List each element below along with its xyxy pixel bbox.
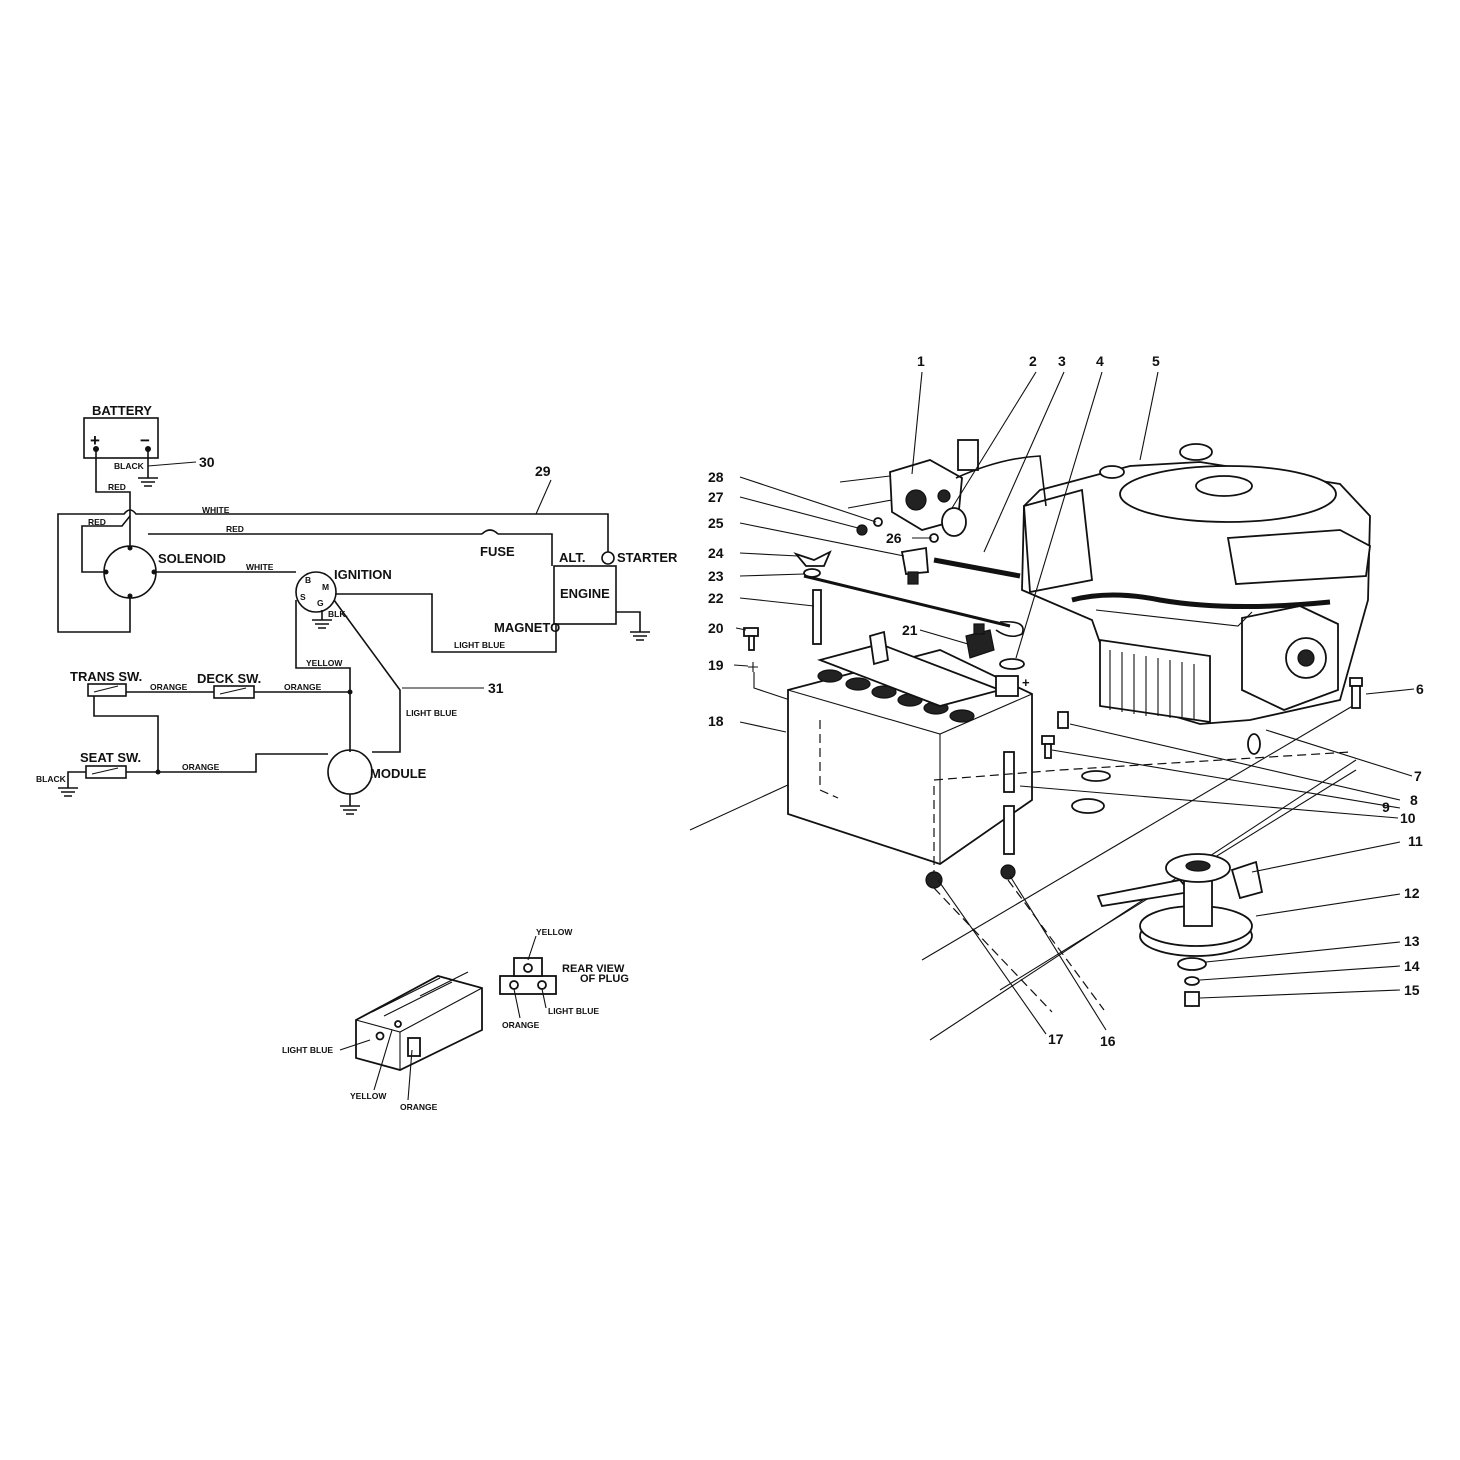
wire-white-ignition: WHITE — [246, 562, 274, 572]
callout-25: 25 — [708, 515, 724, 531]
callout-3: 3 — [1058, 353, 1066, 369]
callout-14: 14 — [1404, 958, 1420, 974]
callout-11: 11 — [1408, 833, 1423, 849]
plug-rear-yellow: YELLOW — [536, 927, 573, 937]
module-label: MODULE — [370, 766, 427, 781]
solenoid-part — [839, 439, 1047, 537]
callout-12: 12 — [1404, 885, 1420, 901]
module-symbol — [327, 749, 373, 795]
wire-red-3: RED — [226, 524, 244, 534]
trans-switch-symbol — [87, 683, 127, 697]
plug-rear-view-label-1: REAR VIEW — [562, 963, 625, 975]
plug-front-orange: ORANGE — [400, 1102, 438, 1112]
wire-red-1: RED — [108, 482, 126, 492]
callout-15: 15 — [1404, 982, 1420, 998]
seat-switch-symbol — [85, 765, 127, 779]
callout-10: 10 — [1400, 810, 1416, 826]
wire-orange-trans: ORANGE — [150, 682, 188, 692]
solenoid-symbol — [103, 545, 157, 599]
wire-red-2: RED — [88, 517, 106, 527]
callout-26: 26 — [886, 530, 902, 546]
callout-22: 22 — [708, 590, 724, 606]
solenoid-label: SOLENOID — [158, 551, 226, 566]
seat-switch-label: SEAT SW. — [80, 750, 141, 765]
callout-9: 9 — [1382, 799, 1390, 815]
callout-leaders — [733, 371, 1415, 1035]
ignition-terminal-s: S — [300, 592, 306, 602]
engine-label: ENGINE — [560, 586, 610, 601]
callout-27: 27 — [708, 489, 724, 505]
battery-symbol — [83, 417, 159, 459]
trans-switch-label: TRANS SW. — [70, 669, 142, 684]
wire-black-seat: BLACK — [36, 774, 67, 784]
engine-assembly — [1021, 443, 1371, 725]
callout-5: 5 — [1152, 353, 1160, 369]
exploded-parts-view: + — [689, 353, 1424, 1049]
plug-front-light-blue: LIGHT BLUE — [282, 1045, 333, 1055]
plug-rear-view-label-2: OF PLUG — [580, 973, 629, 985]
callout-21: 21 — [902, 622, 918, 638]
callout-6: 6 — [1416, 681, 1424, 697]
wire-blk: BLK. — [328, 609, 348, 619]
callout-17: 17 — [1048, 1031, 1064, 1047]
ignition-label: IGNITION — [334, 567, 392, 582]
wire-white-starter: WHITE — [202, 505, 230, 515]
callout-29: 29 — [535, 463, 551, 479]
plug-front-view — [355, 971, 483, 1071]
callout-28: 28 — [708, 469, 724, 485]
starter-symbol — [601, 551, 615, 565]
deck-switch-symbol — [213, 685, 255, 699]
deck-switch-label: DECK SW. — [197, 671, 261, 686]
alt-label: ALT. — [559, 550, 585, 565]
battery-label: BATTERY — [92, 403, 152, 418]
ignition-terminal-m: M — [322, 582, 329, 592]
callout-23: 23 — [708, 568, 724, 584]
battery-positive-mark: + — [1022, 675, 1030, 690]
wire-orange-seat: ORANGE — [182, 762, 220, 772]
plug-front-yellow: YELLOW — [350, 1091, 387, 1101]
wire-orange-deck: ORANGE — [284, 682, 322, 692]
battery-part — [787, 630, 1033, 865]
callout-16: 16 — [1100, 1033, 1116, 1049]
callout-7: 7 — [1414, 768, 1422, 784]
callout-8: 8 — [1410, 792, 1418, 808]
callout-31: 31 — [488, 680, 504, 696]
plug-rear-view — [499, 975, 557, 995]
callout-4: 4 — [1096, 353, 1104, 369]
callout-2: 2 — [1029, 353, 1037, 369]
ignition-terminal-b: B — [305, 575, 311, 585]
ignition-switch-symbol — [295, 571, 337, 613]
connector-plug-detail: YELLOW REAR VIEW OF PLUG LIGHT BLUE ORAN… — [282, 927, 629, 1112]
wiring-schematic: BATTERY + − BLACK 30 RED SOLENOID RED WH… — [36, 403, 678, 815]
callout-30: 30 — [199, 454, 215, 470]
callout-13: 13 — [1404, 933, 1420, 949]
wire-light-blue-module: LIGHT BLUE — [406, 708, 457, 718]
callout-18: 18 — [708, 713, 724, 729]
fuse-label: FUSE — [480, 544, 515, 559]
wire-black-battery: BLACK — [114, 461, 145, 471]
callout-24: 24 — [708, 545, 724, 561]
battery-plus: + — [90, 431, 100, 450]
starter-label: STARTER — [617, 550, 678, 565]
battery-minus: − — [140, 431, 150, 450]
ignition-terminal-g: G — [317, 598, 324, 608]
callout-20: 20 — [708, 620, 724, 636]
wire-yellow: YELLOW — [306, 658, 343, 668]
plug-rear-light-blue: LIGHT BLUE — [548, 1006, 599, 1016]
engine-block-symbol — [553, 565, 617, 625]
callout-19: 19 — [708, 657, 724, 673]
plug-rear-orange: ORANGE — [502, 1020, 540, 1030]
wire-light-blue-magneto: LIGHT BLUE — [454, 640, 505, 650]
magneto-label: MAGNETO — [494, 620, 560, 635]
callout-1: 1 — [917, 353, 925, 369]
